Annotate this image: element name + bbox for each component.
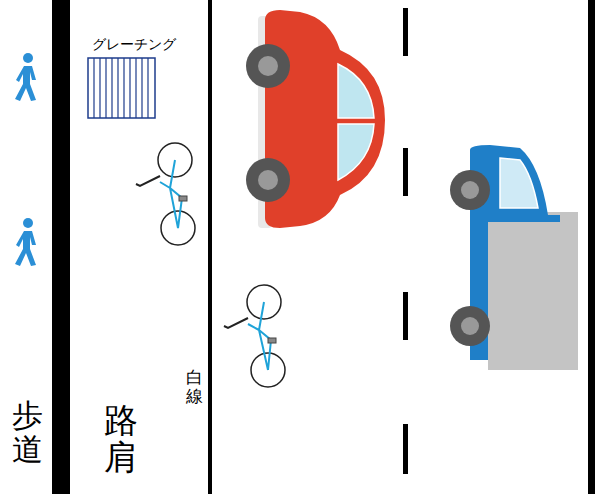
- white-line-label: 白線: [186, 368, 203, 405]
- handlebar: [224, 318, 248, 328]
- curb-line: [52, 0, 70, 494]
- handlebar: [136, 176, 160, 186]
- head: [23, 218, 33, 228]
- bicycle: [224, 285, 285, 387]
- white-line: [208, 0, 212, 494]
- grating: [88, 58, 155, 118]
- wheel: [246, 44, 290, 88]
- body: [15, 231, 36, 266]
- hub: [461, 181, 479, 199]
- dash: [403, 424, 408, 474]
- pedestrian: [15, 53, 36, 101]
- frame: [160, 160, 184, 228]
- saddle: [179, 196, 187, 201]
- wheel: [246, 158, 290, 202]
- dash: [403, 148, 408, 196]
- lane-dashes: [403, 8, 408, 474]
- road-edge: [588, 0, 595, 494]
- pedestrian: [15, 218, 36, 266]
- window: [338, 124, 374, 180]
- saddle: [268, 338, 276, 343]
- hub: [258, 56, 278, 76]
- window: [338, 64, 374, 118]
- truck: [450, 145, 578, 370]
- head: [23, 53, 33, 63]
- window: [500, 158, 538, 208]
- bicycle: [136, 143, 195, 245]
- dash: [403, 292, 408, 340]
- hub: [461, 317, 479, 335]
- frame: [248, 302, 271, 370]
- red-car: [246, 10, 385, 228]
- dash: [403, 8, 408, 56]
- grating-label: グレーチング: [92, 36, 176, 54]
- wheel: [450, 170, 490, 210]
- hub: [258, 170, 278, 190]
- grating-bars: [94, 58, 148, 118]
- cargo-box: [488, 212, 578, 370]
- sidewalk-label: 歩道: [12, 398, 43, 466]
- grating-frame: [88, 58, 155, 118]
- body: [15, 66, 36, 101]
- shoulder-label: 路肩: [104, 402, 138, 477]
- wheel: [450, 306, 490, 346]
